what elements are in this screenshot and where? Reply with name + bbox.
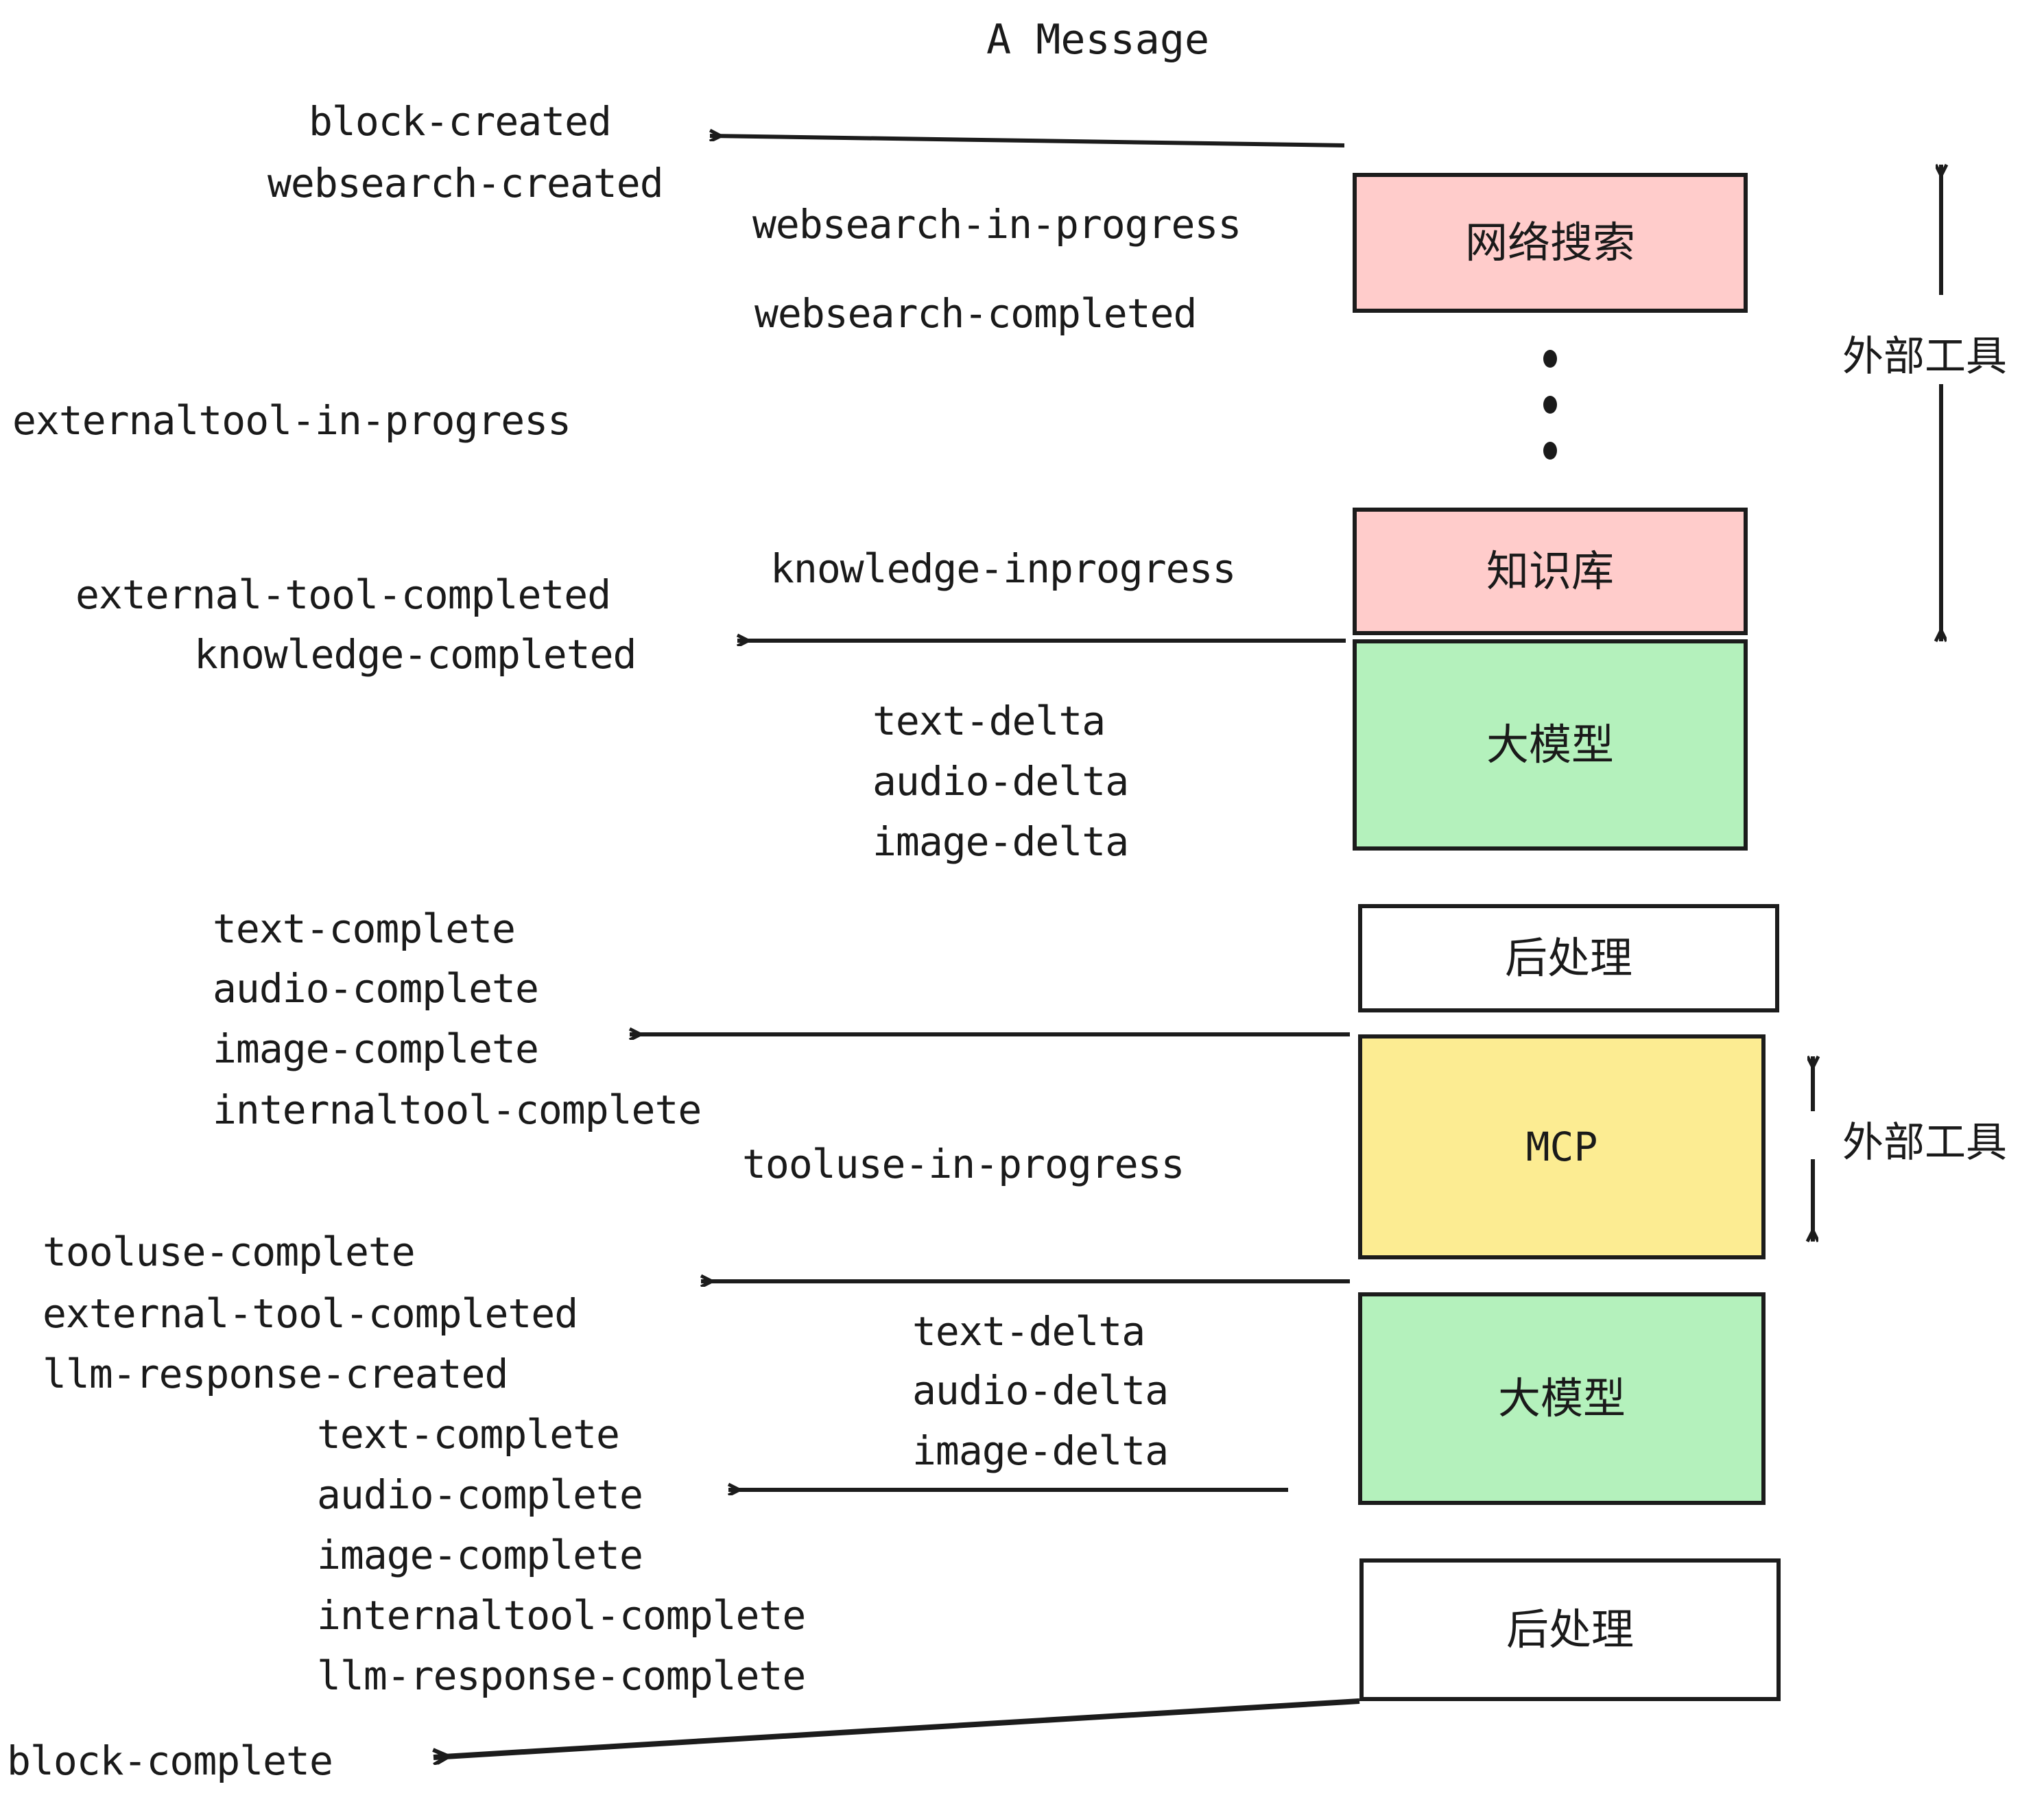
event-tooluse-complete: tooluse-complete	[43, 1229, 416, 1275]
event-websearch-created: websearch-created	[268, 160, 664, 206]
event-websearch-completed: websearch-completed	[754, 290, 1197, 337]
node-llm-1-label: 大模型	[1486, 720, 1614, 770]
event-knowledge-completed: knowledge-completed	[194, 631, 637, 678]
event-text-complete-2: text-complete	[317, 1411, 620, 1458]
event-image-complete-1: image-complete	[213, 1025, 539, 1072]
event-image-delta-1: image-delta	[872, 818, 1129, 865]
page-title: A Message	[986, 16, 1210, 64]
event-text-delta-2: text-delta	[912, 1308, 1145, 1355]
node-postprocess-1[interactable]: 后处理	[1358, 904, 1779, 1012]
event-image-delta-2: image-delta	[912, 1427, 1169, 1474]
event-knowledge-inprogress: knowledge-inprogress	[770, 545, 1236, 592]
event-llm-response-complete: llm-response-complete	[317, 1652, 806, 1699]
node-postprocess-1-label: 后处理	[1504, 933, 1632, 983]
annotation-external-tool-top: 外部工具	[1842, 333, 2007, 381]
event-text-delta-1: text-delta	[872, 698, 1106, 744]
event-block-complete: block-complete	[7, 1737, 333, 1784]
event-llm-response-created: llm-response-created	[43, 1351, 508, 1397]
ellipsis-dot	[1543, 350, 1557, 368]
node-websearch[interactable]: 网络搜索	[1353, 173, 1748, 313]
event-text-complete-1: text-complete	[213, 905, 516, 952]
event-audio-delta-1: audio-delta	[872, 758, 1129, 805]
event-audio-delta-2: audio-delta	[912, 1367, 1169, 1414]
arrow-block-complete	[433, 1698, 1360, 1757]
event-external-tool-completed-2: external-tool-completed	[43, 1290, 578, 1337]
event-externaltool-in-progress: externaltool-in-progress	[12, 397, 571, 444]
node-websearch-label: 网络搜索	[1464, 217, 1635, 268]
event-audio-complete-2: audio-complete	[317, 1471, 643, 1518]
node-postprocess-2-label: 后处理	[1506, 1604, 1634, 1654]
node-knowledge[interactable]: 知识库	[1353, 508, 1748, 635]
node-llm-1[interactable]: 大模型	[1353, 639, 1748, 851]
node-llm-2[interactable]: 大模型	[1358, 1292, 1766, 1505]
event-external-tool-completed-1: external-tool-completed	[75, 571, 611, 618]
ellipsis-dot	[1543, 396, 1557, 414]
annotation-external-tool-bottom: 外部工具	[1842, 1119, 2007, 1167]
ellipsis-dot	[1543, 442, 1557, 460]
event-websearch-in-progress: websearch-in-progress	[752, 201, 1241, 248]
event-tooluse-in-progress: tooluse-in-progress	[742, 1141, 1185, 1187]
event-audio-complete-1: audio-complete	[213, 965, 539, 1012]
node-postprocess-2[interactable]: 后处理	[1359, 1558, 1781, 1701]
node-llm-2-label: 大模型	[1497, 1373, 1626, 1423]
event-image-complete-2: image-complete	[317, 1532, 643, 1578]
event-internaltool-complete-1: internaltool-complete	[213, 1087, 702, 1133]
event-block-created: block-created	[309, 98, 612, 145]
node-knowledge-label: 知识库	[1486, 546, 1614, 596]
event-internaltool-complete-2: internaltool-complete	[317, 1592, 806, 1639]
node-mcp-label: MCP	[1525, 1124, 1598, 1170]
arrow-websearch-created	[710, 136, 1345, 147]
vertical-ellipsis	[1543, 350, 1557, 460]
node-mcp[interactable]: MCP	[1358, 1034, 1766, 1259]
